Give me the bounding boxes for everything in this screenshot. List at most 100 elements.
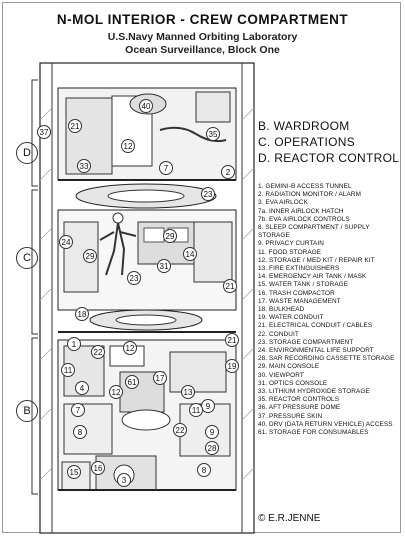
section-label-reactor: D. REACTOR CONTROL (258, 151, 400, 165)
callout-number: 15 (70, 468, 79, 477)
legend-item: 11. FOOD STORAGE (258, 248, 322, 256)
legend-item: 7a. INNER AIRLOCK HATCH (258, 207, 344, 215)
callout-number: 7 (76, 406, 81, 415)
subtitle-lab: U.S.Navy Manned Orbiting Laboratory (107, 31, 298, 43)
callout-number: 22 (176, 426, 185, 435)
callout-circle (91, 461, 105, 475)
legend-item: 29. MAIN CONSOLE (258, 363, 320, 371)
section-key: B. WARDROOM C. OPERATIONS D. REACTOR CON… (258, 118, 399, 166)
callout-number: 29 (166, 232, 175, 241)
callout-number: 23 (130, 274, 139, 283)
callout-circle (37, 125, 51, 139)
callout-circle (73, 425, 87, 439)
callout-circle (75, 307, 89, 321)
callout-number: 31 (160, 262, 169, 271)
legend-item: 13. FIRE EXTINGUISHERS (258, 265, 340, 273)
callout-number: 37 (40, 128, 49, 137)
callout-number: 33 (80, 162, 89, 171)
callout-circle (201, 187, 215, 201)
callout-circle (221, 165, 235, 179)
legend-item: 21. ELECTRICAL CONDUIT / CABLES (258, 322, 373, 330)
legend-item: 12. STORAGE / MED KIT / REPAIR KIT (258, 256, 375, 264)
section-label-wardroom: B. WARDROOM (258, 119, 350, 133)
callout-number: 12 (126, 344, 135, 353)
callout-circle (71, 403, 85, 417)
callout-number: 23 (204, 190, 213, 199)
legend-item: 16. TRASH COMPACTOR (258, 289, 335, 297)
callout-circle (183, 247, 197, 261)
legend-item: 40. DRV (DATA RETURN VEHICLE) ACCESS (258, 420, 393, 428)
legend-item: 7b. EVA AIRLOCK CONTROLS (258, 215, 350, 223)
callout-circle (206, 127, 220, 141)
callout-circle (59, 235, 73, 249)
legend-item: 22. CONDUIT (258, 330, 299, 338)
callout-number: 11 (64, 366, 73, 375)
page-title: N-MOL INTERIOR - CREW COMPARTMENT (56, 12, 349, 27)
callout-circle (91, 345, 105, 359)
legend-item: 8. SLEEP COMPARTMENT / SUPPLY (258, 224, 370, 232)
deck-b-hatch (115, 314, 177, 326)
section-label-operations: C. OPERATIONS (258, 135, 356, 149)
callout-circle (153, 371, 167, 385)
callout-number: 35 (209, 130, 218, 139)
callout-number: 13 (184, 388, 193, 397)
callout-number: 16 (94, 464, 103, 473)
callout-number: 4 (80, 384, 85, 393)
callout-number: 9 (206, 402, 211, 411)
callout-circle (77, 159, 91, 173)
callout-circle (205, 441, 219, 455)
callout-circle (67, 465, 81, 479)
callout-circle (181, 385, 195, 399)
callout-circle (127, 271, 141, 285)
legend-item: 23. STORAGE COMPARTMENT (258, 338, 354, 346)
callout-circle (67, 337, 81, 351)
callout-number: 9 (210, 428, 215, 437)
callout-circle (225, 359, 239, 373)
callout-number: 22 (94, 348, 103, 357)
legend-item: 37. PRESSURE SKIN (258, 412, 323, 420)
callout-circle (109, 385, 123, 399)
storage-compartment (169, 351, 227, 393)
callout-number: 21 (71, 122, 80, 131)
callout-number: 8 (202, 466, 207, 475)
callout-circle (225, 333, 239, 347)
callout-circle (173, 423, 187, 437)
callout-number: 24 (62, 238, 71, 247)
callout-circle (159, 161, 173, 175)
callout-circle (117, 473, 131, 487)
reactor-controls-panel (195, 91, 231, 123)
callout-number: 12 (112, 388, 121, 397)
legend-item: 35. REACTOR CONTROLS (258, 396, 340, 404)
callout-circle (197, 463, 211, 477)
callout-number: 12 (124, 142, 133, 151)
callout-circle (68, 119, 82, 133)
callout-circle (223, 279, 237, 293)
callout-circle (121, 139, 135, 153)
legend-item: 30. VIEWPORT (258, 371, 304, 379)
legend-item: 19. WATER CONDUIT (258, 314, 324, 322)
crew-figure-upper (159, 126, 227, 143)
callout-number: 21 (226, 282, 235, 291)
callout-number: 40 (142, 102, 151, 111)
legend-item: STORAGE (258, 232, 290, 240)
callout-number: 3 (122, 476, 127, 485)
legend-item: 36. AFT PRESSURE DOME (258, 404, 341, 412)
optics-console (193, 221, 233, 283)
legend-item: 14. EMERGENCY AIR TANK / MASK (258, 273, 367, 281)
callout-circle (205, 425, 219, 439)
wardroom-table (121, 409, 171, 431)
callout-number: 61 (128, 378, 137, 387)
callout-number: 2 (226, 168, 231, 177)
callout-circle (163, 229, 177, 243)
callout-number: 17 (156, 374, 165, 383)
legend-item: 28. SAR RECORDING CASSETTE STORAGE (258, 355, 395, 363)
subtitle-block: Ocean Surveillance, Block One (125, 44, 280, 56)
artist-credit: © E.R.JENNE (258, 513, 321, 524)
callout-number: 14 (186, 250, 195, 259)
legend-item: 33. LITHIUM HYDROXIDE STORAGE (258, 388, 370, 396)
legend-item: 31. OPTICS CONSOLE (258, 379, 328, 387)
callout-circle (123, 341, 137, 355)
